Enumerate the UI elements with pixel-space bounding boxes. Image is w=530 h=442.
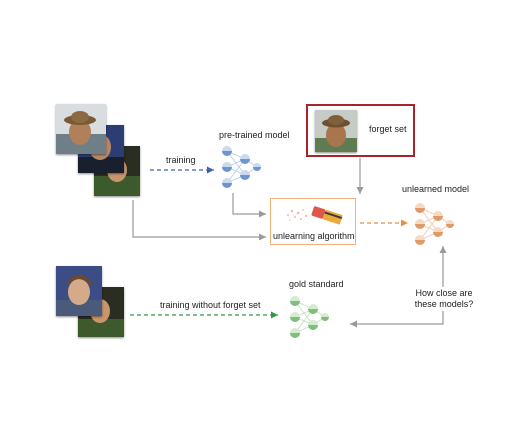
forget-set-image	[315, 110, 357, 152]
forget-set-label: forget set	[369, 124, 407, 134]
pretrained-to-algorithm-arrow	[232, 193, 266, 218]
eraser-icon	[287, 206, 343, 225]
pretrained-network-icon	[222, 146, 261, 188]
unlearning-algorithm-box	[270, 198, 356, 245]
gold-standard-label: gold standard	[289, 279, 344, 289]
training-image-1	[56, 104, 106, 154]
training-label: training	[166, 155, 196, 165]
unlearning-algorithm-label: unlearning algorithm	[273, 231, 355, 241]
comparison-question-line1: How close are	[415, 288, 473, 298]
gold-standard-network-icon	[290, 296, 329, 338]
training-without-forget-set-label: training without forget set	[160, 300, 261, 310]
comparison-question: How close are these models?	[404, 287, 484, 311]
comparison-question-line2: these models?	[414, 299, 474, 309]
pretrained-model-label: pre-trained model	[219, 130, 290, 140]
data-to-algorithm-arrow	[132, 200, 266, 241]
retain-image-1	[56, 266, 102, 316]
unlearned-network-icon	[415, 203, 454, 245]
unlearned-model-label: unlearned model	[402, 184, 470, 194]
